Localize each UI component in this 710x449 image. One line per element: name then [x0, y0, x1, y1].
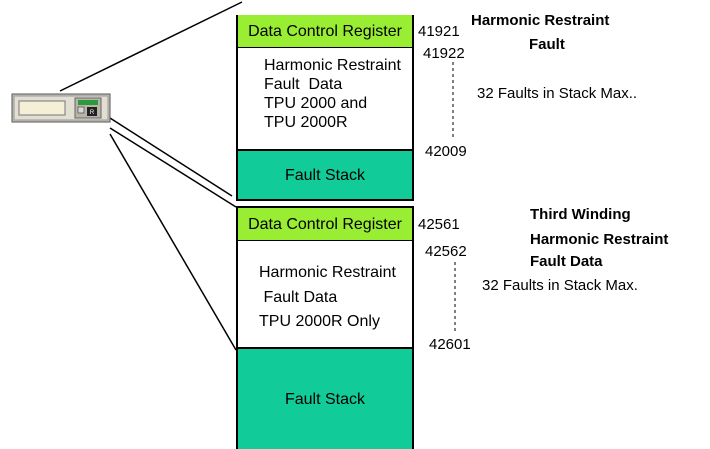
connector-line-block2-top — [109, 127, 237, 208]
fault-data-line: Harmonic Restraint — [264, 57, 401, 74]
divider — [236, 347, 414, 349]
address-end-1: 42009 — [425, 143, 467, 160]
fault-stack-2: Fault Stack — [236, 349, 414, 449]
svg-text:R: R — [90, 110, 95, 116]
data-control-register-1: Data Control Register — [236, 15, 414, 47]
block-title-line: Fault — [529, 36, 565, 53]
address-start-1: 41922 — [423, 45, 465, 62]
stack-max-note-1: 32 Faults in Stack Max.. — [477, 85, 638, 102]
fault-data-region-2: Harmonic Restraint Fault Data TPU 2000R … — [236, 241, 414, 347]
fault-data-line: Harmonic Restraint — [259, 264, 396, 281]
address-register-1: 41921 — [418, 23, 460, 40]
stack-max-note-2: 32 Faults in Stack Max. — [482, 277, 638, 294]
fault-data-line: TPU 2000 and — [264, 95, 368, 112]
block-title-line: Harmonic Restraint — [530, 231, 669, 248]
fault-data-line: TPU 2000R — [264, 114, 348, 131]
fault-data-line: TPU 2000R Only — [259, 313, 380, 330]
fault-data-line: Fault Data — [259, 289, 338, 306]
divider — [236, 206, 414, 208]
connector-line-top — [59, 1, 243, 92]
block-title-line: Harmonic Restraint — [471, 12, 610, 29]
address-start-2: 42562 — [425, 243, 467, 260]
fault-data-line: Fault Data — [264, 76, 343, 93]
divider — [236, 149, 414, 151]
fault-stack-1: Fault Stack — [236, 151, 414, 199]
connector-line-block2-bottom — [109, 133, 237, 351]
connector-line-block1-bottom — [109, 117, 233, 197]
divider — [236, 199, 414, 201]
data-control-register-2: Data Control Register — [236, 208, 414, 240]
block-title-line: Third Winding — [530, 206, 631, 223]
fault-data-region-1: Harmonic Restraint Fault Data TPU 2000 a… — [236, 48, 414, 149]
block-title-line: Fault Data — [530, 253, 603, 270]
relay-device-icon: R — [11, 88, 111, 133]
address-register-2: 42561 — [418, 216, 460, 233]
address-end-2: 42601 — [429, 336, 471, 353]
